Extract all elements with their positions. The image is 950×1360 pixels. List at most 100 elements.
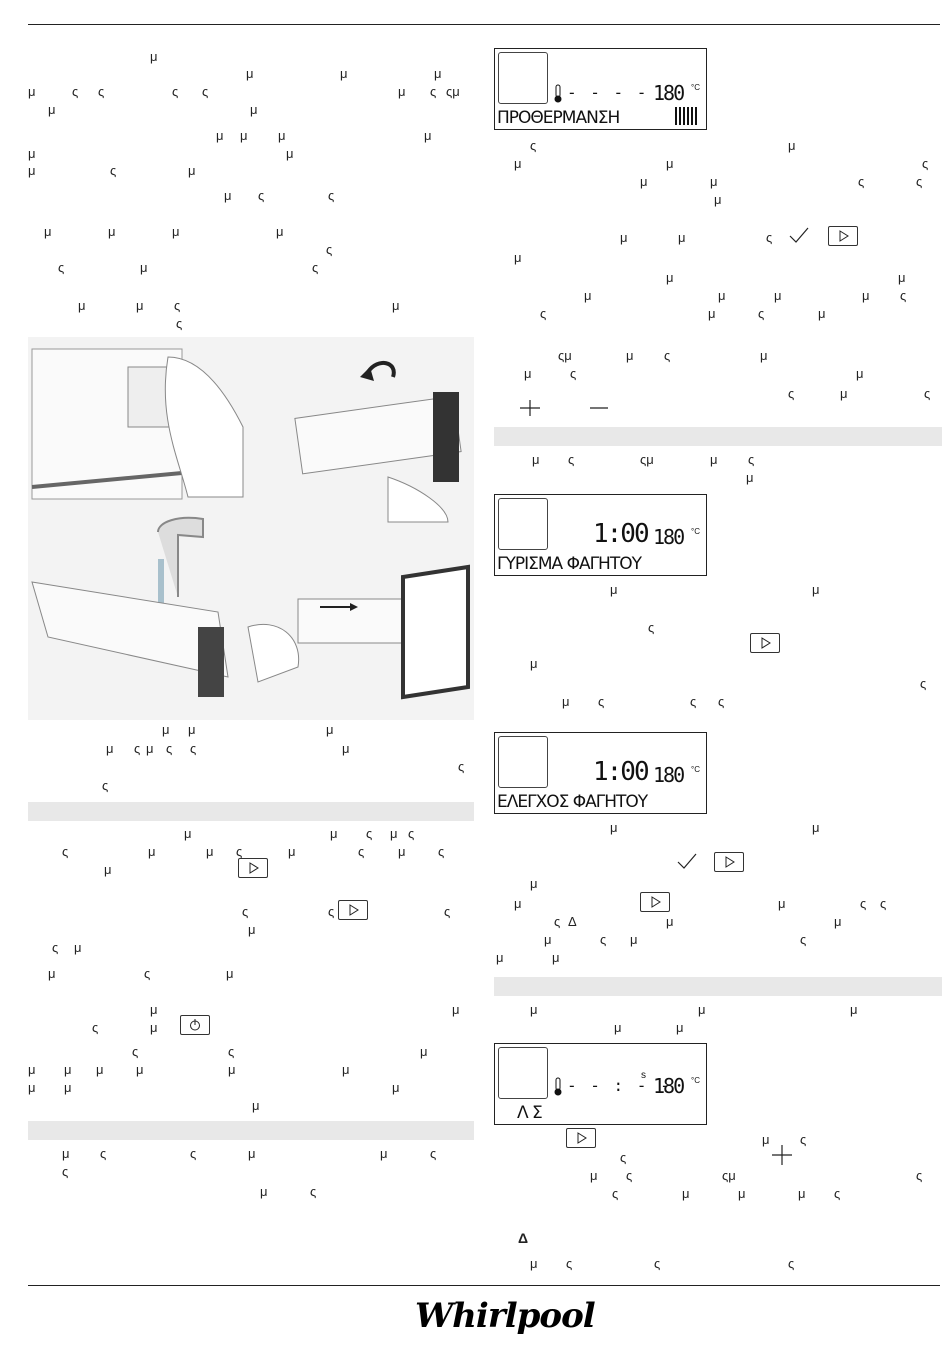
text-fragment: μ (106, 741, 114, 756)
text-fragment: ς (648, 620, 655, 635)
text-fragment: μ (184, 826, 192, 841)
display-temperature: 180 (653, 525, 685, 549)
text-fragment: μ (718, 288, 726, 303)
display-cycle: - - : - - s 180 °C Λ Σ (494, 1043, 707, 1125)
text-fragment: μ (626, 348, 634, 363)
text-fragment: μ (552, 950, 560, 965)
text-fragment: ς (312, 260, 319, 275)
text-fragment: ς (144, 966, 151, 981)
text-fragment: μ (788, 138, 796, 153)
bottom-rule (28, 1285, 940, 1286)
text-fragment: μ (326, 722, 334, 737)
text-fragment: ς (620, 1150, 627, 1165)
text-fragment: ς (800, 1132, 807, 1147)
play-button-icon (640, 892, 670, 912)
display-label: Λ Σ (517, 1103, 543, 1123)
text-fragment: μ (620, 230, 628, 245)
text-fragment: ς (600, 932, 607, 947)
display-dashes: - - - - (567, 83, 649, 102)
text-fragment: ς (172, 84, 179, 99)
text-fragment: μ (206, 844, 214, 859)
text-fragment: ς (900, 288, 907, 303)
display-seconds-unit: s (641, 1070, 646, 1081)
text-fragment: μ (778, 896, 786, 911)
text-fragment: ς (554, 914, 561, 929)
text-fragment: μ (64, 1062, 72, 1077)
text-fragment: μ (424, 128, 432, 143)
text-fragment: μ (188, 163, 196, 178)
text-fragment: ς (718, 694, 725, 709)
text-fragment: ς (566, 1256, 573, 1271)
text-fragment: Δ (518, 1230, 529, 1246)
text-fragment: μ (74, 940, 82, 955)
text-fragment: ς (258, 188, 265, 203)
play-button-icon (714, 852, 744, 872)
display-temperature: 180 (653, 763, 685, 787)
text-fragment: ς (202, 84, 209, 99)
text-fragment: ς (568, 452, 575, 467)
text-fragment: μ (162, 722, 170, 737)
text-fragment: μ (452, 1002, 460, 1017)
text-fragment: μ (62, 1146, 70, 1161)
text-fragment: ς (328, 188, 335, 203)
text-fragment: ς (788, 386, 795, 401)
text-fragment: μ (228, 1062, 236, 1077)
text-fragment: μ (610, 820, 618, 835)
section-bar (494, 977, 942, 996)
text-fragment: ς (612, 1186, 619, 1201)
text-fragment: ς (570, 366, 577, 381)
check-icon (677, 853, 697, 869)
text-fragment: μ (714, 192, 722, 207)
text-fragment: ς (858, 174, 865, 189)
text-fragment: ς (916, 174, 923, 189)
text-fragment: ς (190, 741, 197, 756)
text-fragment: ς (134, 741, 141, 756)
text-fragment: μ (286, 146, 294, 161)
display-label: ΕΛΕΓΧΟΣ ΦΑΓΗΤΟΥ (497, 792, 648, 812)
text-fragment: μ (28, 1080, 36, 1095)
oven-panel-illustration (31, 348, 244, 500)
text-fragment: μ (148, 844, 156, 859)
text-fragment: μ (216, 128, 224, 143)
text-fragment: μ (532, 452, 540, 467)
text-fragment: ς (62, 844, 69, 859)
text-fragment: μ (774, 288, 782, 303)
water-tank-illustrations (28, 337, 474, 720)
insert-tank-illustration (247, 564, 470, 700)
text-fragment: ς (430, 1146, 437, 1161)
text-fragment: ς (924, 386, 931, 401)
plus-icon (772, 1145, 792, 1165)
text-fragment: μ (530, 656, 538, 671)
thermometer-icon (554, 1077, 562, 1096)
display-temperature: 180 (653, 1074, 685, 1098)
display-time: 1:00 (593, 757, 650, 787)
lift-tank-illustration (294, 361, 462, 523)
progress-bars-icon (675, 107, 697, 125)
text-fragment: ς (530, 138, 537, 153)
text-fragment: μ (812, 582, 820, 597)
text-fragment: μ (392, 1080, 400, 1095)
text-fragment: μ (746, 470, 754, 485)
text-fragment: ς (58, 260, 65, 275)
text-fragment: ς (310, 1184, 317, 1199)
text-fragment: μ (640, 174, 648, 189)
text-fragment: μ (862, 288, 870, 303)
text-fragment: μ (390, 826, 398, 841)
text-fragment: ς (748, 452, 755, 467)
power-button-icon (180, 1015, 210, 1035)
display-screen-frame (498, 52, 548, 104)
text-fragment: μ (584, 288, 592, 303)
text-fragment: μ (28, 1062, 36, 1077)
text-fragment: μ (678, 230, 686, 245)
text-fragment: μ (240, 128, 248, 143)
text-fragment: μ (340, 66, 348, 81)
text-fragment: μ (28, 146, 36, 161)
text-fragment: μ (710, 174, 718, 189)
display-unit: °C (691, 765, 700, 774)
text-fragment: μ (136, 1062, 144, 1077)
brand-logo: Whirlpool (415, 1296, 596, 1336)
text-fragment: ς (444, 904, 451, 919)
text-fragment: μ (562, 694, 570, 709)
text-fragment: μ (834, 914, 842, 929)
text-fragment: μ (140, 260, 148, 275)
